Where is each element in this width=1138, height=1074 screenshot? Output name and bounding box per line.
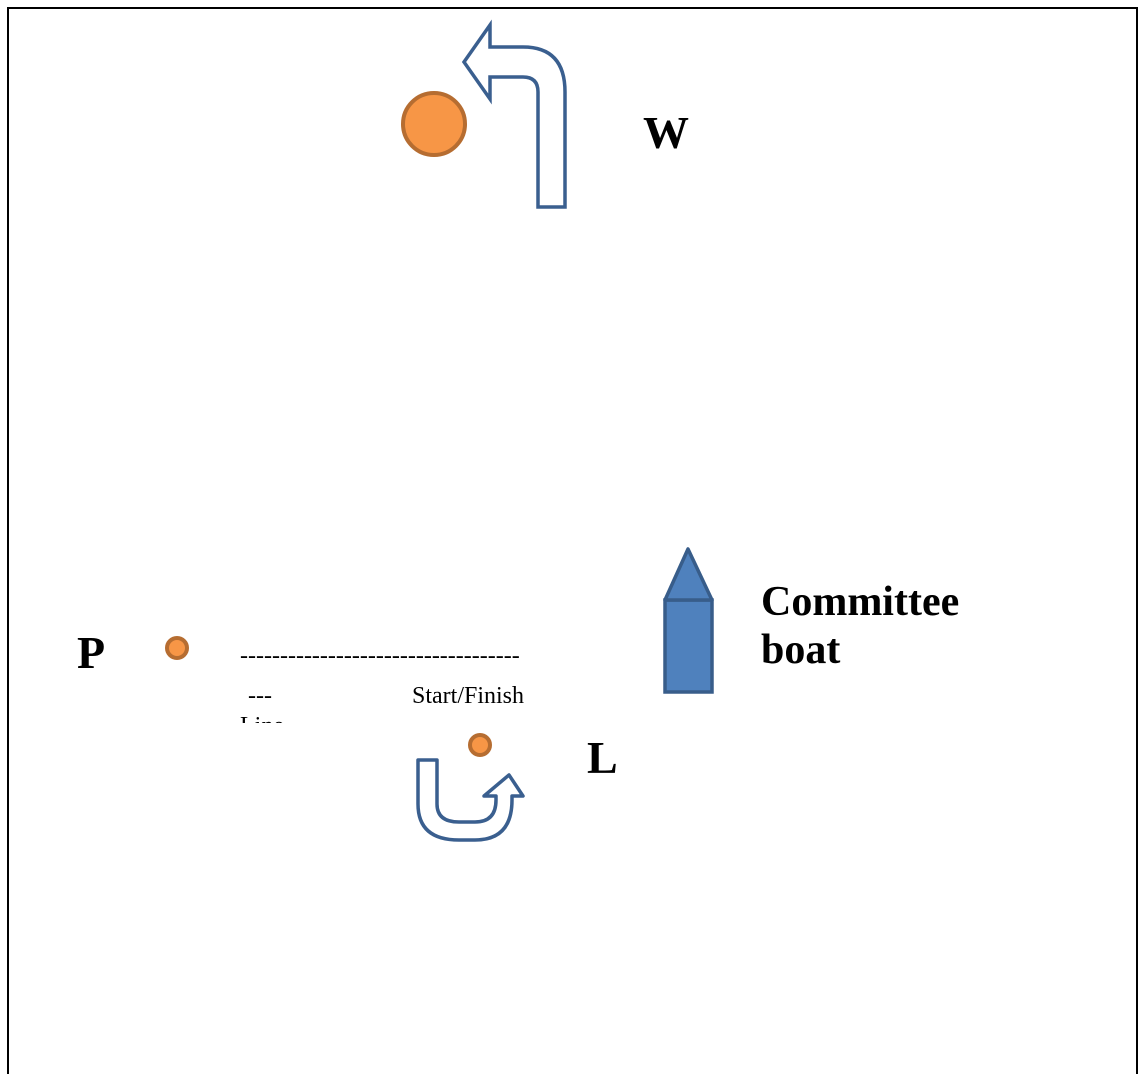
leeward-mark-label: L <box>587 732 618 783</box>
committee-boat-label-line2: boat <box>761 627 841 673</box>
pin-mark-label: P <box>77 627 106 678</box>
committee-boat-label-line1: Committee <box>761 579 960 625</box>
leeward-mark-buoy-icon <box>468 733 492 757</box>
windward-mark-buoy-icon <box>401 91 467 157</box>
start-finish-caption-cut-text: Line <box>240 714 284 723</box>
start-finish-caption: Start/Finish <box>412 683 525 709</box>
committee-boat-icon <box>663 547 714 694</box>
start-finish-dashes-row1: ----------------------------------- <box>240 643 520 669</box>
diagram-frame <box>7 7 1138 1074</box>
windward-turn-left-arrow-icon <box>461 19 567 209</box>
windward-mark-label: W <box>643 107 689 158</box>
start-finish-caption-cut: Line <box>240 714 300 723</box>
pin-mark-buoy-icon <box>165 636 189 660</box>
start-finish-dashes-row2: --- <box>248 683 272 709</box>
leeward-u-turn-arrow-icon <box>416 758 525 842</box>
